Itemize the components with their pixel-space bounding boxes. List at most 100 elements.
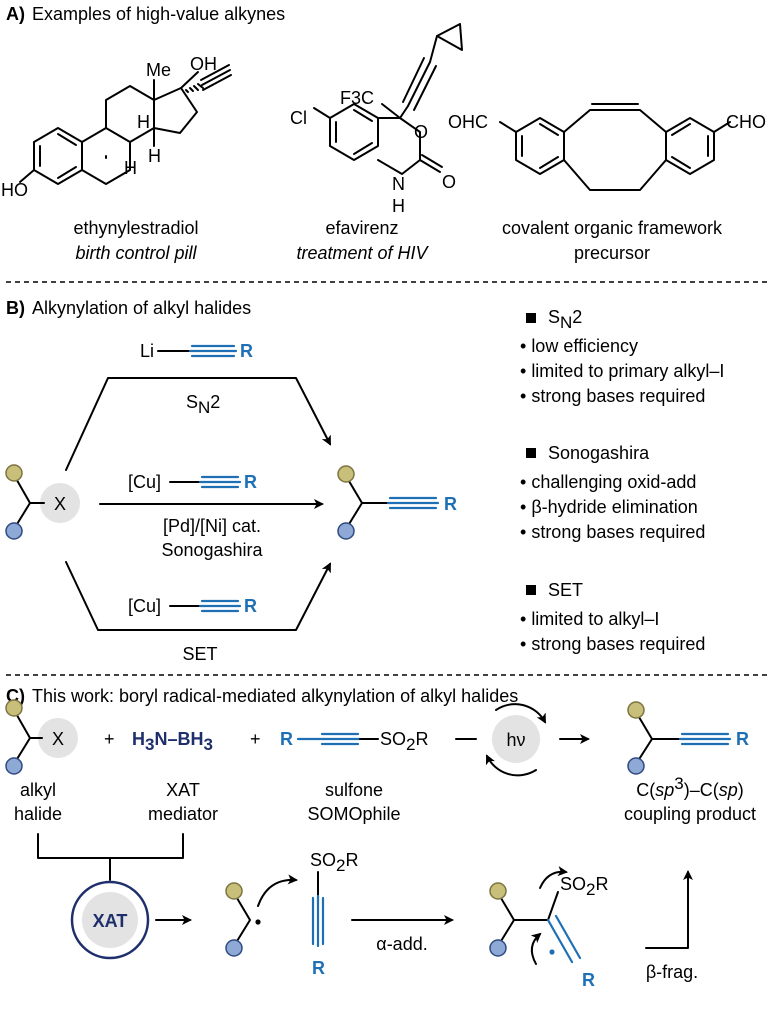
xat-badge: XAT <box>70 880 150 960</box>
atom-cho-right: CHO <box>726 112 766 132</box>
product-r-c: R <box>736 729 749 749</box>
vinyl-r: R <box>582 970 595 990</box>
bracket-connector <box>37 833 184 881</box>
substrate-alkyl-halide-c: X <box>5 699 78 775</box>
product-c: R <box>627 701 749 775</box>
molecule-use-efavirenz: treatment of HIV <box>296 243 429 263</box>
reagent-r-sn2: R <box>240 341 253 361</box>
radical-addition-scheme: SO2R R <box>225 850 358 978</box>
label-sn2: SN2 <box>186 392 220 417</box>
olive-substituent-ball <box>337 465 355 483</box>
sulfone-group: SO2R <box>380 729 428 754</box>
atom-h-2: H <box>148 146 161 166</box>
radical-dot <box>255 919 261 925</box>
blue-substituent-ball <box>5 522 23 540</box>
caption-halide: halide <box>14 804 62 824</box>
blue-substituent-ball <box>337 522 355 540</box>
plus-sign: + <box>250 729 261 749</box>
reagent-cu-sonogashira: [Cu] <box>128 472 161 492</box>
notes-sn2: SN2 • low efficiency • limited to primar… <box>520 307 724 406</box>
label-set: SET <box>182 644 217 664</box>
reagent-r-sonogashira: R <box>244 472 257 492</box>
olive-substituent-ball <box>225 882 243 900</box>
note-title-sn2: SN2 <box>548 307 582 332</box>
blue-substituent-ball <box>627 757 645 775</box>
leaving-group-x-c: X <box>52 729 64 749</box>
section-c-title: This work: boryl radical-mediated alkyny… <box>32 686 518 706</box>
molecule-name-ethynylestradiol: ethynylestradiol <box>73 218 198 238</box>
note-item: • low efficiency <box>520 336 638 356</box>
section-a-label: A) <box>6 4 25 24</box>
atom-o-carbonyl: O <box>442 172 456 192</box>
label-catalyst: [Pd]/[Ni] cat. <box>163 516 261 536</box>
section-c: C) This work: boryl radical-mediated alk… <box>5 686 756 990</box>
vinyl-radical-intermediate: SO2R R <box>489 866 608 990</box>
sulfone-group-intermediate: SO2R <box>310 850 358 875</box>
note-item: • challenging oxid-add <box>520 472 696 492</box>
note-item: • strong bases required <box>520 634 705 654</box>
olive-substituent-ball <box>5 464 23 482</box>
section-a: A) Examples of high-value alkynes <box>1 4 766 263</box>
note-item: • limited to primary alkyl–I <box>520 361 724 381</box>
substrate-alkyl-halide-b: X <box>5 464 80 540</box>
notes-sonogashira: Sonogashira • challenging oxid-add • β-h… <box>520 443 705 542</box>
blue-substituent-ball <box>5 757 23 775</box>
sulfone-group-vinyl: SO2R <box>560 874 608 899</box>
section-b: B) Alkynylation of alkyl halides X Li R … <box>5 298 724 664</box>
notes-set: SET • limited to alkyl–I • strong bases … <box>520 580 705 654</box>
atom-me: Me <box>146 60 171 80</box>
atom-n: N <box>392 174 405 194</box>
caption-xat: XAT <box>166 780 200 800</box>
reagent-cu-set: [Cu] <box>128 596 161 616</box>
product-r-b: R <box>444 494 457 514</box>
olive-substituent-ball <box>5 699 23 717</box>
caption-mediator: mediator <box>148 804 218 824</box>
note-title-sonogashira: Sonogashira <box>548 443 650 463</box>
olive-substituent-ball <box>489 882 507 900</box>
atom-cf3: F3C <box>340 88 374 108</box>
sulfone-r: R <box>280 729 293 749</box>
atom-cho-left: OHC <box>448 112 488 132</box>
atom-cl: Cl <box>290 108 307 128</box>
route-sonogashira: [Cu] R [Pd]/[Ni] cat. Sonogashira <box>99 472 324 560</box>
caption-product-bond: C(sp3)–C(sp) <box>636 774 744 800</box>
leaving-group-x: X <box>54 494 66 514</box>
caption-somophile: SOMOphile <box>307 804 400 824</box>
reagent-li: Li <box>140 341 154 361</box>
atom-ho: HO <box>1 180 28 200</box>
note-item: • strong bases required <box>520 386 705 406</box>
section-a-title: Examples of high-value alkynes <box>32 4 285 24</box>
caption-sulfone: sulfone <box>325 780 383 800</box>
photochemical-step: hν <box>455 703 590 777</box>
molecule-name-efavirenz: efavirenz <box>325 218 398 238</box>
sulfone-reagent: R SO2R <box>280 729 428 754</box>
reagent-r-set: R <box>244 596 257 616</box>
blue-substituent-ball <box>225 939 243 957</box>
note-item: • limited to alkyl–I <box>520 609 659 629</box>
atom-h: H <box>392 196 405 216</box>
route-set: [Cu] R SET <box>65 561 331 664</box>
xat-badge-label: XAT <box>93 911 128 931</box>
step-alpha-add: α-add. <box>376 934 427 954</box>
note-title-set: SET <box>548 580 583 600</box>
atom-oh: OH <box>190 54 217 74</box>
amine-borane-formula: H3N–BH3 <box>132 729 213 754</box>
note-item: • β-hydride elimination <box>520 497 698 517</box>
note-item: • strong bases required <box>520 522 705 542</box>
route-sn2: Li R SN2 <box>65 341 331 471</box>
plus-sign: + <box>104 729 115 749</box>
section-b-label: B) <box>6 298 25 318</box>
blue-substituent-ball <box>489 939 507 957</box>
arrow-beta-fragmentation <box>645 870 693 949</box>
light-circle <box>492 715 540 763</box>
olive-substituent-ball <box>627 701 645 719</box>
molecule-name-cof: covalent organic framework <box>502 218 723 238</box>
atom-o-ring: O <box>414 122 428 142</box>
molecule-use-ethynylestradiol: birth control pill <box>75 243 197 263</box>
caption-alkyl: alkyl <box>20 780 56 800</box>
atom-h-1: H <box>124 158 137 178</box>
step-beta-frag: β-frag. <box>646 962 698 982</box>
product-b: R <box>337 465 457 540</box>
label-sonogashira: Sonogashira <box>161 540 263 560</box>
